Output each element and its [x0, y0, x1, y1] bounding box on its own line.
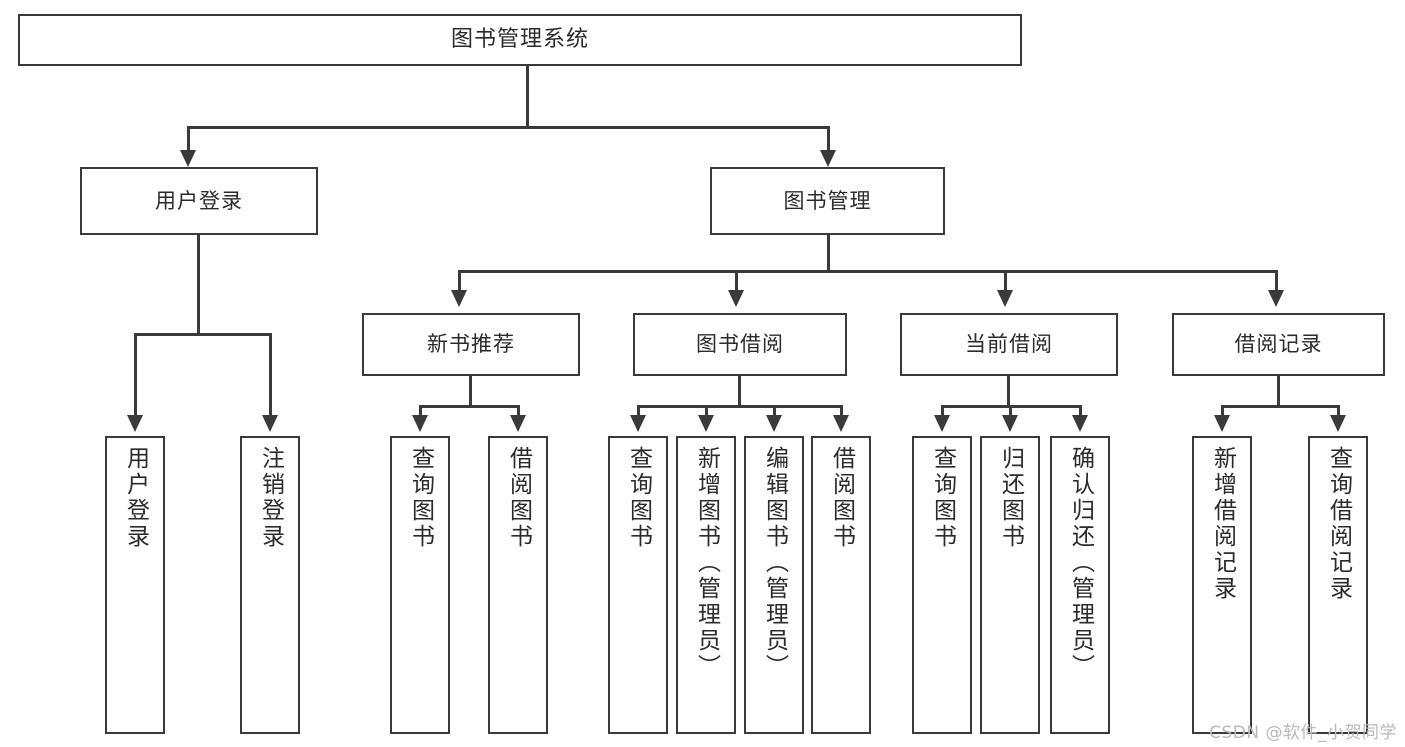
- connector-level3-drop-3: [1004, 270, 1007, 292]
- connector-cb-drop-2: [1009, 405, 1012, 417]
- connector-br-bar: [1221, 405, 1340, 408]
- leaf-query-book-3[interactable]: 查询图书: [912, 436, 972, 734]
- node-label: 用户登录: [122, 446, 149, 550]
- node-label: 用户登录: [155, 188, 243, 213]
- arrowhead-current-borrow: [997, 290, 1013, 307]
- node-label: 归还图书: [997, 446, 1024, 550]
- node-root-system[interactable]: 图书管理系统: [18, 14, 1022, 66]
- connector-nbr-drop-1: [419, 405, 422, 417]
- leaf-return-book[interactable]: 归还图书: [980, 436, 1040, 734]
- node-label: 编辑图书（管理员）: [761, 446, 788, 680]
- connector-cb-stem: [1007, 376, 1010, 407]
- leaf-borrow-book-1[interactable]: 借阅图书: [488, 436, 548, 734]
- connector-bb-bar: [637, 405, 843, 408]
- node-label: 借阅记录: [1234, 332, 1323, 357]
- node-label: 查询图书: [929, 446, 956, 550]
- node-book-manage[interactable]: 图书管理: [710, 167, 945, 235]
- connector-bb-stem: [738, 376, 741, 407]
- arrowhead-leaf-user-login: [127, 415, 143, 432]
- arrowhead-new-book-recommend: [451, 290, 467, 307]
- node-label: 注销登录: [257, 446, 284, 550]
- node-label: 查询图书: [407, 446, 434, 550]
- leaf-add-book[interactable]: 新增图书（管理员）: [676, 436, 736, 734]
- connector-bb-drop-4: [840, 405, 843, 417]
- connector-br-drop-2: [1337, 405, 1340, 417]
- connector-root-stem: [526, 66, 529, 128]
- connector-level2-drop-right: [827, 126, 830, 152]
- arrowhead-leaf-return-book: [1002, 415, 1018, 432]
- leaf-query-book-1[interactable]: 查询图书: [390, 436, 450, 734]
- arrowhead-leaf-query-book-3: [934, 415, 950, 432]
- node-label: 当前借阅: [965, 332, 1053, 357]
- connector-cb-drop-3: [1079, 405, 1082, 417]
- arrowhead-leaf-query-book-2: [630, 415, 646, 432]
- leaf-borrow-book-2[interactable]: 借阅图书: [811, 436, 871, 734]
- arrowhead-leaf-add-book: [698, 415, 714, 432]
- connector-br-drop-1: [1221, 405, 1224, 417]
- arrowhead-borrow-record: [1268, 290, 1284, 307]
- connector-level3-drop-4: [1275, 270, 1278, 292]
- leaf-confirm-return[interactable]: 确认归还（管理员）: [1050, 436, 1110, 734]
- arrowhead-leaf-borrow-book-1: [510, 415, 526, 432]
- node-current-borrow[interactable]: 当前借阅: [900, 313, 1118, 376]
- leaf-query-book-2[interactable]: 查询图书: [608, 436, 668, 734]
- arrowhead-book-borrow: [728, 290, 744, 307]
- leaf-query-record[interactable]: 查询借阅记录: [1308, 436, 1368, 734]
- connector-user-login-drop-2: [269, 333, 272, 417]
- node-label: 确认归还（管理员）: [1067, 446, 1094, 680]
- leaf-edit-book[interactable]: 编辑图书（管理员）: [744, 436, 804, 734]
- connector-book-manage-stem: [827, 235, 830, 272]
- arrowhead-leaf-confirm-return: [1072, 415, 1088, 432]
- arrowhead-leaf-query-book-1: [412, 415, 428, 432]
- node-label: 新增图书（管理员）: [693, 446, 720, 680]
- arrowhead-leaf-query-record: [1330, 415, 1346, 432]
- node-label: 图书管理: [783, 188, 872, 213]
- arrowhead-leaf-add-record: [1214, 415, 1230, 432]
- connector-nbr-drop-2: [517, 405, 520, 417]
- connector-bb-drop-3: [773, 405, 776, 417]
- node-label: 借阅图书: [505, 446, 532, 550]
- connector-bb-drop-1: [637, 405, 640, 417]
- connector-user-login-bar: [134, 333, 272, 336]
- connector-bb-drop-2: [705, 405, 708, 417]
- node-borrow-record[interactable]: 借阅记录: [1172, 313, 1385, 376]
- node-user-login[interactable]: 用户登录: [80, 167, 318, 235]
- connector-level3-drop-1: [458, 270, 461, 292]
- node-label: 新书推荐: [427, 332, 515, 357]
- arrowhead-user-login: [180, 150, 196, 167]
- arrowhead-book-manage: [820, 150, 836, 167]
- node-new-book-recommend[interactable]: 新书推荐: [362, 313, 580, 376]
- node-label: 借阅图书: [828, 446, 855, 550]
- connector-level2-bar: [187, 126, 829, 129]
- arrowhead-leaf-edit-book: [766, 415, 782, 432]
- node-label: 查询图书: [625, 446, 652, 550]
- leaf-add-record[interactable]: 新增借阅记录: [1192, 436, 1252, 734]
- arrowhead-leaf-borrow-book-2: [833, 415, 849, 432]
- node-label: 新增借阅记录: [1209, 446, 1236, 602]
- node-label: 查询借阅记录: [1325, 446, 1352, 602]
- leaf-logout[interactable]: 注销登录: [240, 436, 300, 734]
- node-label: 图书管理系统: [450, 27, 589, 53]
- connector-user-login-drop-1: [134, 333, 137, 417]
- connector-nbr-stem: [469, 376, 472, 407]
- connector-cb-drop-1: [941, 405, 944, 417]
- connector-level3-bar: [458, 270, 1278, 273]
- node-label: 图书借阅: [696, 332, 784, 357]
- connector-br-stem: [1277, 376, 1280, 407]
- leaf-user-login[interactable]: 用户登录: [105, 436, 165, 734]
- arrowhead-leaf-logout: [262, 415, 278, 432]
- connector-level3-drop-2: [735, 270, 738, 292]
- connector-user-login-stem: [197, 235, 200, 335]
- connector-nbr-bar: [419, 405, 520, 408]
- connector-level2-drop-left: [187, 126, 190, 152]
- node-book-borrow[interactable]: 图书借阅: [633, 313, 847, 376]
